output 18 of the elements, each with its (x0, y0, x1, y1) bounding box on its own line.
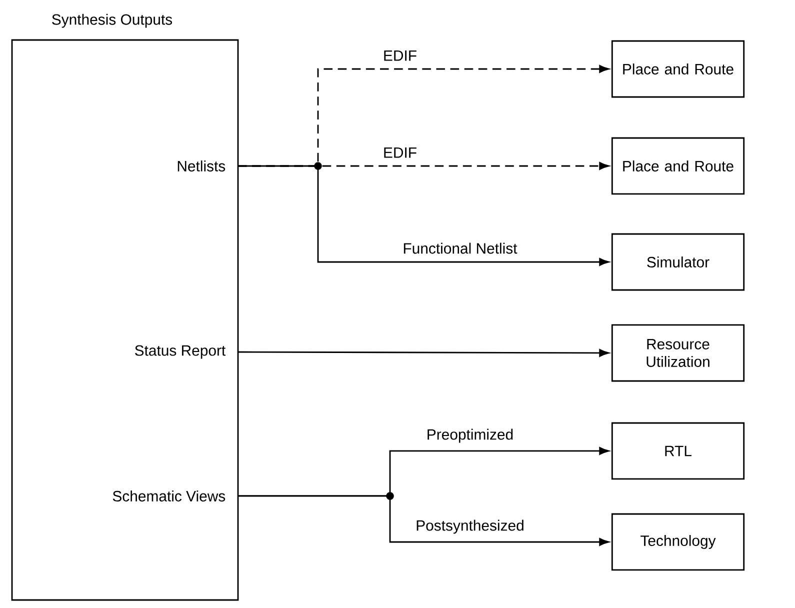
process-box: Place and Route (611, 137, 745, 195)
process-box: Technology (611, 513, 745, 571)
process-box: Simulator (611, 233, 745, 291)
output-label: Netlists (178, 160, 226, 172)
output-label: Schematic Views (112, 490, 226, 502)
edge-label: EDIF (384, 147, 416, 158)
process-box: RTL (611, 422, 745, 480)
edge-label: Preoptimized (428, 428, 513, 443)
arrow (238, 495, 610, 546)
arrow (238, 165, 610, 266)
output-label: Status Report (135, 345, 226, 359)
process-box: Place and Route (611, 40, 745, 98)
edge-label: Postsynthesized (416, 520, 524, 534)
node-label: Synthesis Outputs (52, 14, 172, 28)
process-box: Resource Utilization (611, 324, 745, 382)
arrow (238, 349, 610, 357)
edge-label: EDIF (384, 50, 416, 61)
edge-label: Functional Netlist (404, 242, 518, 254)
